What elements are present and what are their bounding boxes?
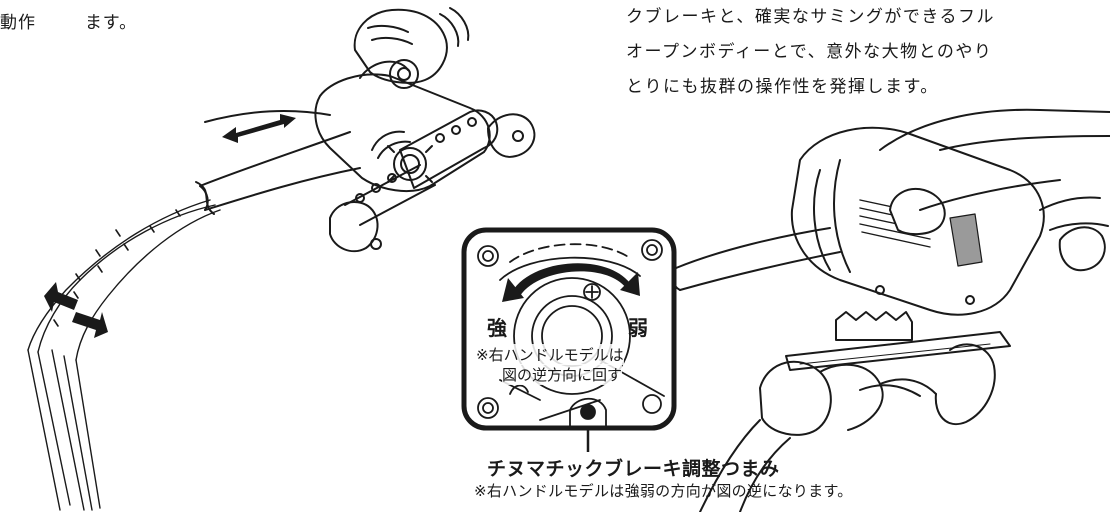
- reel-knob-left: [329, 201, 379, 253]
- right-reel-body: [790, 126, 1045, 316]
- dial-note-line-2: 図の逆方向に回す: [502, 364, 623, 385]
- brake-knob: [569, 397, 607, 429]
- reel-body: [314, 73, 491, 193]
- knob-caption-note: ※右ハンドルモデルは強弱の方向が図の逆になります。: [474, 482, 853, 500]
- description-line-2: オープンボディーとで、意外な大物とのやり: [626, 42, 993, 62]
- brake-dial-inset: [461, 227, 677, 452]
- motion-arrows: [44, 114, 296, 338]
- lower-hand: [759, 360, 832, 436]
- thumb: [889, 188, 946, 236]
- top-left-fragment-2: ます。: [84, 13, 138, 33]
- knob-caption-title: チヌマチックブレーキ調整つまみ: [487, 458, 780, 480]
- dial-strong-label: 強: [487, 316, 507, 340]
- thumb-hand: [353, 8, 448, 84]
- strength-direction-arrow: [502, 263, 640, 302]
- reel-knob-right: [487, 113, 536, 158]
- thumbing-illustration: [671, 108, 1110, 512]
- gear-bottom: [835, 311, 913, 341]
- description-paragraph: クブレーキと、確実なサミングができるフル オープンボディーとで、意外な大物とのや…: [626, 0, 995, 105]
- top-left-fragment-1: 動作: [0, 13, 36, 33]
- star-drag: [393, 147, 427, 181]
- dial-weak-label: 弱: [628, 316, 648, 340]
- dial-note-line-1: ※右ハンドルモデルは: [476, 344, 624, 365]
- description-line-3: とりにも抜群の操作性を発揮します。: [626, 77, 939, 97]
- top-left-text: 動作 ます。: [0, 8, 137, 33]
- reel-handle-arm: [399, 109, 499, 189]
- description-line-1: クブレーキと、確実なサミングができるフル: [626, 7, 995, 27]
- dial-ring-outer: [513, 277, 631, 395]
- rod-reel-illustration: [27, 7, 536, 511]
